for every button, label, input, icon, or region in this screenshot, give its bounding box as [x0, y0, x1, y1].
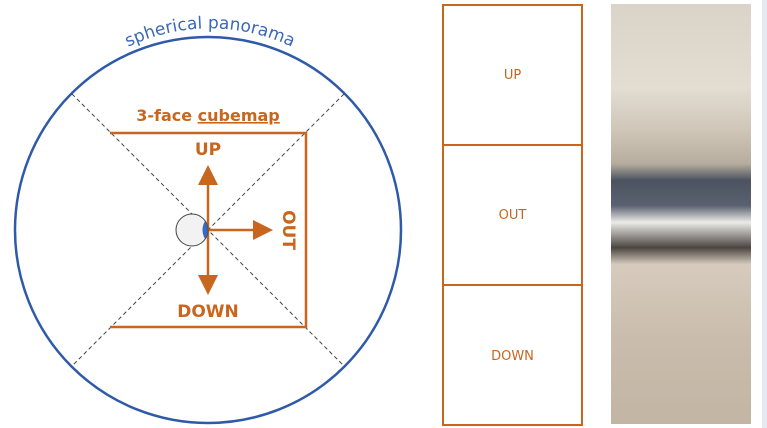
cubemap-outline: [110, 131, 308, 329]
face-up: UP: [444, 6, 581, 146]
eye-icon: [175, 213, 209, 247]
church-interior-panorama-image: [611, 4, 751, 424]
cubemap-faces-strip: UP OUT DOWN: [442, 4, 583, 426]
page-edge: [762, 0, 767, 428]
sphere-circle: [13, 35, 403, 425]
cubemap-label: 3-face cubemap: [136, 106, 280, 125]
panorama-diagram: spherical panorama 3-face cubemap UP DOW…: [13, 13, 403, 425]
out-label: OUT: [278, 210, 298, 250]
face-down: DOWN: [491, 348, 534, 364]
down-label: DOWN: [177, 302, 239, 322]
face-out: OUT: [444, 146, 581, 286]
up-label: UP: [195, 140, 221, 160]
